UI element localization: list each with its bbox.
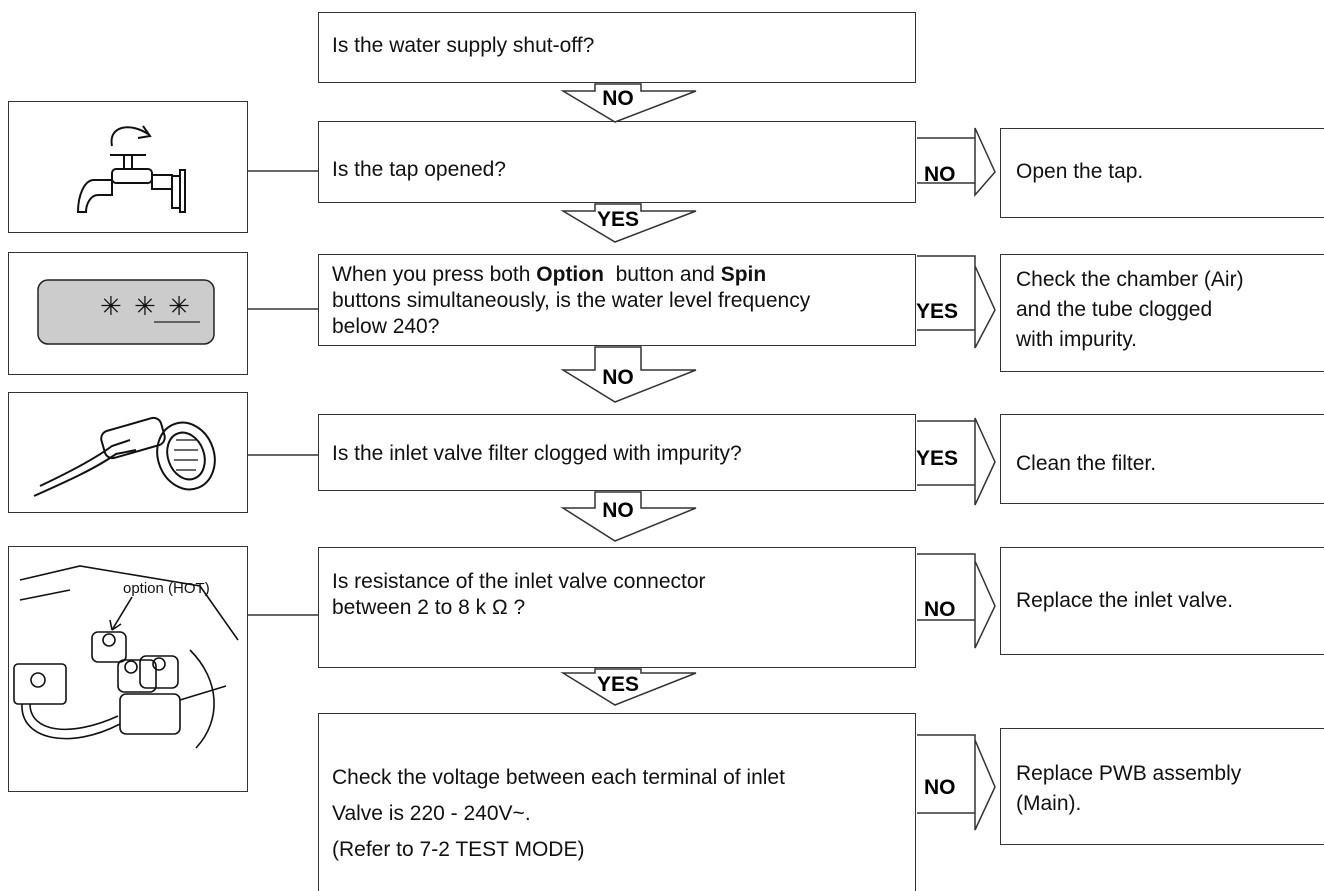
branch-label-right-2: YES (916, 300, 959, 323)
branch-label-down-3: NO (602, 366, 634, 389)
result-open-tap-text: Open the tap. (1016, 160, 1144, 183)
down-arrow-2 (560, 203, 697, 243)
step-filter-text: Is the inlet valve filter clogged with i… (332, 442, 742, 465)
step-resistance-line1: Is resistance of the inlet valve connect… (332, 570, 706, 593)
branch-label-down-2: YES (596, 208, 640, 231)
branch-label-down-4: NO (602, 499, 634, 522)
step-filter-box (318, 414, 916, 491)
right-arrow-3 (917, 417, 996, 506)
step-water-level-box (318, 254, 916, 346)
step-voltage-box (318, 713, 916, 891)
branch-label-right-5: NO (924, 776, 956, 799)
step-voltage-line1: Check the voltage between each terminal … (332, 766, 785, 789)
step-tap-opened-text: Is the tap opened? (332, 158, 506, 181)
step-water-supply-box (318, 12, 916, 83)
branch-label-right-3: YES (916, 447, 959, 470)
step-resistance-line2: between 2 to 8 k Ω ? (332, 596, 526, 619)
step-water-level-line2: buttons simultaneously, is the water lev… (332, 289, 811, 312)
result-check-chamber-line1: Check the chamber (Air) (1016, 268, 1244, 291)
branch-label-right-4: NO (924, 598, 956, 621)
branch-label-right-1: NO (924, 163, 956, 186)
result-replace-pwb-text: Replace PWB assembly (Main). (1016, 759, 1241, 819)
down-arrow-4 (560, 491, 697, 542)
display-panel (37, 279, 215, 345)
inlet-valve-icon (13, 565, 239, 749)
result-check-chamber-box (1000, 254, 1324, 372)
valve-option-label: option (HOT) (123, 580, 210, 597)
result-replace-valve-text: Replace the inlet valve. (1016, 589, 1234, 612)
result-clean-filter-text: Clean the filter. (1016, 452, 1157, 475)
result-replace-valve-box (1000, 547, 1324, 655)
result-check-chamber-line3: with impurity. (1016, 328, 1137, 351)
step-water-level-line1b: button and (603, 263, 721, 286)
result-check-chamber-text: Check the chamber (Air) and the tube clo… (1016, 265, 1244, 355)
down-arrow-1 (560, 83, 697, 123)
option-button-label: Option (536, 263, 604, 286)
down-arrow-5 (560, 668, 697, 706)
step-tap-opened-box (318, 121, 916, 203)
step-resistance-box (318, 547, 916, 668)
step-water-level-line1a: When you press both (332, 263, 537, 286)
step-voltage-text: Check the voltage between each terminal … (332, 760, 785, 868)
step-water-supply-text: Is the water supply shut-off? (332, 34, 595, 57)
filter-brush-icon (33, 416, 216, 497)
tap-icon (76, 125, 186, 213)
branch-label-down-5: YES (596, 673, 640, 696)
right-arrow-2 (917, 255, 996, 349)
down-arrow-3 (560, 346, 697, 403)
right-arrow-4 (917, 553, 996, 649)
picture-valve-box (8, 546, 248, 792)
result-replace-pwb-line1: Replace PWB assembly (1016, 762, 1242, 785)
step-voltage-line3: (Refer to 7-2 TEST MODE) (332, 838, 585, 861)
step-water-level-text: When you press both Option button and Sp… (332, 262, 810, 340)
result-check-chamber-line2: and the tube clogged (1016, 298, 1213, 321)
right-arrow-5 (917, 734, 996, 831)
result-open-tap-box (1000, 128, 1324, 218)
branch-label-down-1: NO (602, 87, 634, 110)
result-replace-pwb-box (1000, 728, 1324, 845)
right-arrow-1 (917, 127, 996, 198)
step-water-level-line3: below 240? (332, 315, 440, 338)
step-resistance-text: Is resistance of the inlet valve connect… (332, 569, 706, 621)
spin-button-label: Spin (720, 263, 767, 286)
result-clean-filter-box (1000, 414, 1324, 504)
picture-tap-box (8, 101, 248, 233)
result-replace-pwb-line2: (Main). (1016, 792, 1082, 815)
display-readout: ✳ ✳ ✳ (100, 292, 192, 322)
step-voltage-line2: Valve is 220 - 240V~. (332, 802, 531, 825)
